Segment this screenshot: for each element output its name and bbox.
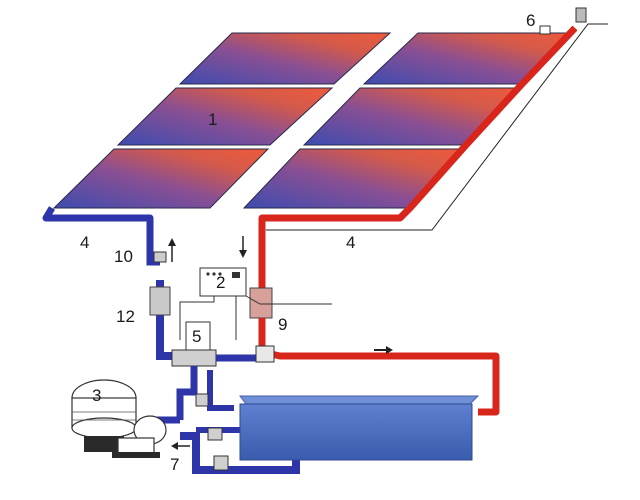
swimming-pool [239,395,480,461]
flow-arrow-up-icon [168,238,176,262]
tee-fitting [255,345,275,363]
flow-arrow-left-icon [171,442,190,450]
sensor-box [539,25,551,35]
valve [195,393,209,407]
return-line-highlight [266,20,608,230]
label-valve: 5 [192,327,201,346]
label-controller: 2 [216,273,225,292]
valve-10 [153,251,167,263]
sand-filter-3 [71,379,137,452]
label-filter: 3 [92,386,101,405]
collector-panel [242,148,466,209]
filter-base [84,436,124,452]
return-line [266,23,608,231]
vent-valve [539,7,587,35]
controller-2 [179,267,332,340]
valve [213,455,229,471]
solar-collector-array [42,20,608,232]
control-wire [179,296,215,340]
label-valve-10: 10 [114,247,133,266]
pool-rim [239,395,480,405]
check-valve-12 [149,286,171,316]
check-valve-9 [249,287,273,319]
hot-supply-manifold [258,25,578,232]
label-pipe-cold: 4 [80,233,89,252]
label-collectors: 1 [208,110,217,129]
three-way-valve-5 [171,321,217,367]
label-vent: 6 [526,11,535,30]
collector-panel [178,32,392,85]
drain-pipe [207,370,234,411]
pump [112,415,167,458]
cold-feed-manifold [42,206,154,230]
collector-panel [116,87,334,146]
sensor-wire [245,295,332,305]
filter-pipe [176,366,198,420]
flow-arrow-down-icon [239,236,247,258]
flow-arrow-right-icon [374,346,393,354]
label-check-valve-cold: 12 [116,307,135,326]
valve [207,427,223,441]
label-check-valve-hot: 9 [278,315,287,334]
label-pipe-hot: 4 [346,233,355,252]
label-pump: 7 [170,455,179,474]
collector-panel [52,148,270,209]
collector-panel [362,32,574,85]
pool-body [239,403,473,461]
